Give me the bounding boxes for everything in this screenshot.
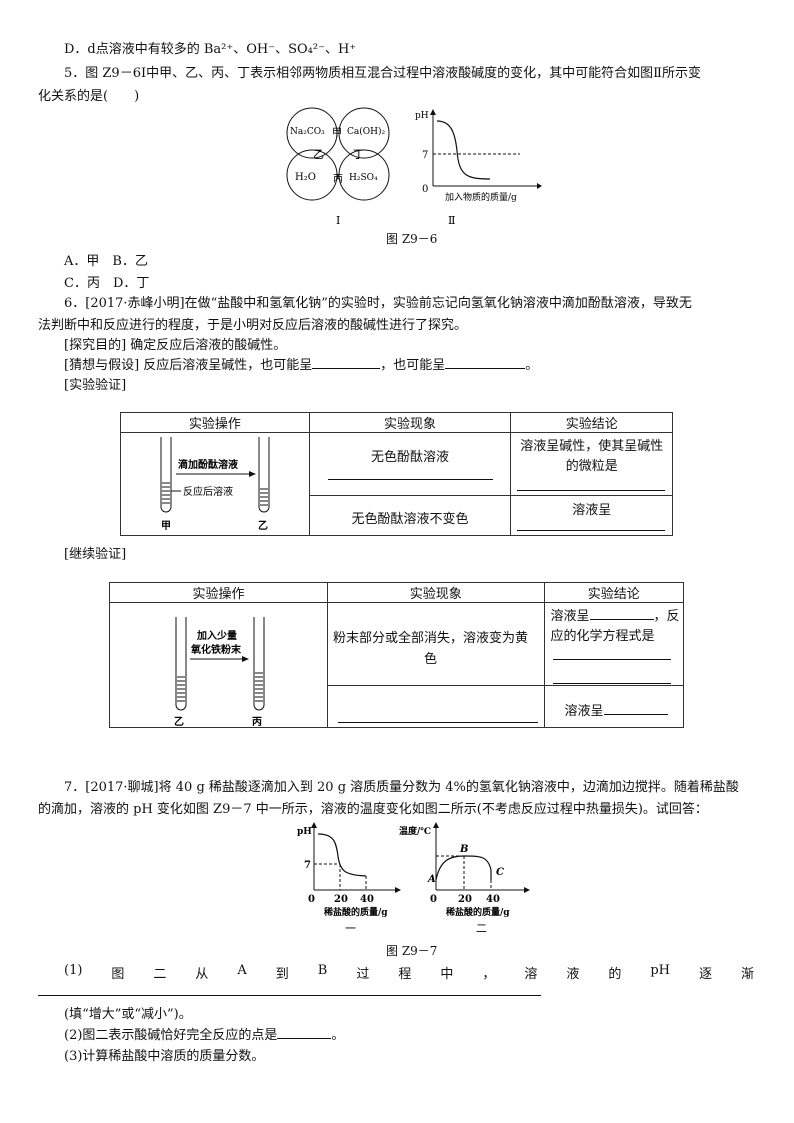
fig1-ph-label: pH [297,827,312,837]
q6-hypothesis: [猜想与假设] 反应后溶液呈碱性，也可能呈，也可能呈。 [64,356,539,373]
figure-z9-6-ph-curve: pH 7 0 加入物质的质量/g Ⅱ [415,109,542,227]
point-c-label: C [496,867,504,878]
ph-axis-label: pH [415,111,429,121]
label-h2o: H₂O [295,172,316,183]
fig2-origin-label: 0 [430,894,437,905]
hypothesis-blank-1[interactable] [312,356,381,369]
q7-sub1-tail: (填“增大”或“减小”)。 [64,1007,192,1022]
fig2-tick-20: 20 [458,894,472,905]
q6-stem-line2: 法判断中和反应进行的程度，于是小明对反应后溶液的酸碱性进行了探究。 [38,318,468,333]
x-axis-label: 加入物质的质量/g [445,191,517,203]
add-label-line1: 加入少量 [196,629,237,642]
table1-header-operation: 实验操作 [120,412,310,433]
continued-verification-table: 实验操作 实验现象 实验结论 [109,582,685,729]
figure-z9-7-temperature-curve: 温度/℃ A B C 0 20 40 稀盐酸的质量/g 二 [399,822,530,935]
point-b-label: B [459,844,468,855]
fig2-x-label: 稀盐酸的质量/g [446,906,510,918]
label-bing: 丙 [333,174,343,185]
table2-row1-conclusion: 溶液呈，反 应的化学方程式是 [543,602,685,686]
table1-row2-conclusion: 溶液呈 [510,494,673,537]
caption-z9-7: 图 Z9－7 [386,944,438,958]
row1-phenomenon-blank[interactable] [327,479,493,480]
table2-header-operation: 实验操作 [109,582,328,603]
fig1-tick-40: 40 [360,894,374,905]
q7-stem-line1: 7．[2017·聊城]将 40 g 稀盐酸逐滴加入到 20 g 溶质质量分数为 … [64,780,739,795]
label-yi: 乙 [313,148,324,161]
solution-label: 反应后溶液 [183,485,233,498]
q5-stem-line1: 5．图 Z9－6Ⅰ中甲、乙、丙、丁表示相邻两物质相互混合过程中溶液酸碱度的变化，… [64,66,701,81]
point-a-label: A [427,874,436,885]
roman-i: Ⅰ [336,214,340,227]
tube-yi-label: 乙 [258,520,268,532]
q5-stem-line2: 化关系的是( ) [38,89,140,104]
tube-bing-label: 丙 [252,716,262,727]
q7-sub2-blank[interactable] [277,1026,332,1039]
caption-z9-6: 图 Z9－6 [386,232,438,246]
fig2-number: 二 [476,922,487,935]
test-tube-diagram: 滴加酚酞溶液 反应后溶液 甲 乙 [160,437,270,532]
hypothesis-blank-2[interactable] [445,356,526,369]
q6-continue-title: [继续验证] [64,547,127,562]
fig1-origin-label: 0 [308,894,315,905]
table2-header-conclusion: 实验结论 [543,582,685,603]
oxide-test-tube-diagram: 加入少量 氧化铁粉末 乙 丙 [174,617,265,727]
table2-header-phenomenon: 实验现象 [327,582,545,603]
table1-header-phenomenon: 实验现象 [308,412,512,433]
table2-operation-cell: 加入少量 氧化铁粉末 乙 丙 [109,602,328,728]
fig1-number: 一 [345,922,356,935]
table1-row1-conclusion: 溶液呈碱性，使其呈碱性 的微粒是 [510,432,673,496]
fig1-tick-20: 20 [334,894,348,905]
q4-option-d: D．d点溶液中有较多的 Ba²⁺、OH⁻、SO₄²⁻、H⁺ [64,42,357,57]
q5-options-ab: A．甲 B．乙 [64,254,148,269]
q6-verify-title: [实验验证] [64,378,127,393]
particle-blank[interactable] [517,490,666,491]
figure-z9-7-ph-curve: pH 7 0 20 40 稀盐酸的质量/g 一 [297,822,401,935]
row2-conclusion-blank[interactable] [517,529,666,531]
roman-ii: Ⅱ [448,214,455,227]
table2-row1-phenomenon: 粉末部分或全部消失，溶液变为黄 色 [327,602,545,686]
add-label-line2: 氧化铁粉末 [190,643,242,656]
table1-operation-cell: 滴加酚酞溶液 反应后溶液 甲 乙 [120,432,310,536]
tube-jia-label: 甲 [161,520,171,532]
q7-sub2: (2)图二表示酸碱恰好完全反应的点是。 [64,1026,345,1043]
equation-blank-1[interactable] [552,659,671,660]
q6-stem-line1: 6．[2017·赤峰小明]在做“盐酸中和氢氧化钠”的实验时，实验前忘记向氢氧化钠… [64,296,692,311]
q7-sub3: (3)计算稀盐酸中溶质的质量分数。 [64,1049,265,1064]
fig1-seven-label: 7 [304,860,311,871]
q7-sub1-blank[interactable] [38,995,541,996]
table2-row2-phenomenon [327,684,545,729]
fig2-tick-40: 40 [486,894,500,905]
q5-options-cd: C．丙 D．丁 [64,276,150,291]
label-ding: 丁 [353,148,364,161]
q7-stem-line2: 的滴加，溶液的 pH 变化如图 Z9－7 中一所示，溶液的温度变化如图二所示(不… [38,802,708,817]
fig2-temperature-label: 温度/℃ [399,825,431,837]
table1-row2-phenomenon: 无色酚酞溶液不变色 [308,494,512,537]
table2-row2-conclusion: 溶液呈 [543,684,685,729]
table1-header-conclusion: 实验结论 [510,412,673,433]
ph-seven-label: 7 [422,150,428,161]
q6-purpose: [探究目的] 确定反应后溶液的酸碱性。 [64,338,287,353]
verification-table: 实验操作 实验现象 实验结论 滴加酚酞溶液 [120,412,673,537]
fig1-x-label: 稀盐酸的质量/g [324,906,388,918]
label-h2so4: H₂SO₄ [349,173,378,183]
figure-z9-6-venn: Na₂CO₃ Ca(OH)₂ 甲 乙 丁 H₂O 丙 H₂SO₄ Ⅰ [286,107,390,227]
origin-label: 0 [422,184,428,195]
dropping-label: 滴加酚酞溶液 [178,458,238,471]
equation-blank-2[interactable] [552,683,671,684]
row2-acidity-blank[interactable] [603,702,668,715]
table1-row1-phenomenon: 无色酚酞溶液 [308,432,512,496]
acidity-blank[interactable] [589,607,654,620]
label-jia: 甲 [332,128,342,139]
row2-phenomenon-blank-2[interactable] [338,721,538,723]
label-na2co3: Na₂CO₃ [290,127,325,137]
tube-yi-label-2: 乙 [174,716,184,727]
label-caoh2: Ca(OH)₂ [347,126,386,137]
